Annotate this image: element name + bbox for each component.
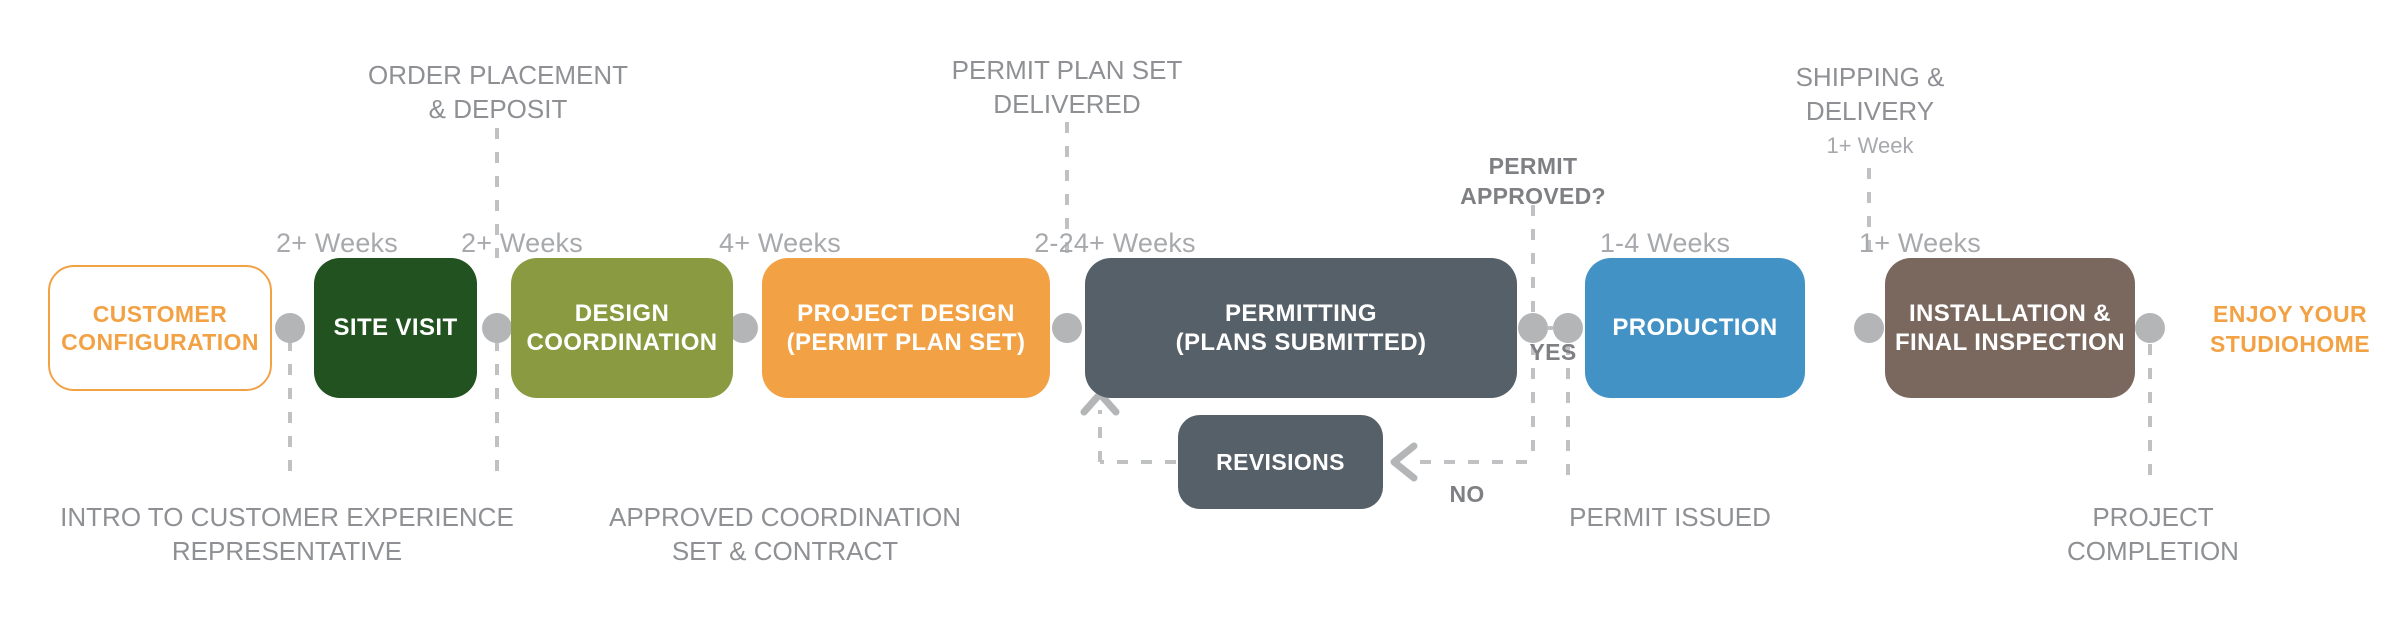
stage-label-line2: CONFIGURATION <box>61 329 259 355</box>
decision-permit-approved: PERMIT APPROVED? <box>1433 152 1633 212</box>
milestone-line2: SET & CONTRACT <box>671 536 899 567</box>
stage-box-project-design[interactable]: PROJECT DESIGN (PERMIT PLAN SET) <box>762 258 1050 398</box>
duration-permitting: 2-24+ Weeks <box>1034 228 1196 258</box>
milestone-line1: ORDER PLACEMENT <box>367 60 629 90</box>
milestone-line1: APPROVED COORDINATION <box>608 502 961 532</box>
end-marker-enjoy-your-studiohome: ENJOY YOUR STUDIOHOME <box>2190 300 2390 360</box>
milestone-line1: INTRO TO CUSTOMER EXPERIENCE <box>60 502 514 532</box>
stage-label-line1: PRODUCTION <box>1612 314 1778 342</box>
revisions-label: REVISIONS <box>1216 448 1345 475</box>
milestone-line2: DELIVERY <box>1805 96 1935 127</box>
stage-label-line2: FINAL INSPECTION <box>1895 329 2125 356</box>
decision-no-label: NO <box>1449 481 1485 507</box>
connector-dot-6 <box>2135 313 2165 343</box>
connector-dot-2 <box>482 313 512 343</box>
stage-label-line1: CUSTOMER <box>92 300 228 327</box>
connector-dot-4 <box>1052 313 1082 343</box>
connector-dot-3 <box>728 313 758 343</box>
milestone-project-completion: PROJECT COMPLETION <box>2010 500 2296 569</box>
connector-dot-production-in <box>1553 313 1583 343</box>
milestone-shipping-delivery: SHIPPING & DELIVERY 1+ Week <box>1739 60 2001 160</box>
milestone-permit-plan-set-delivered: PERMIT PLAN SET DELIVERED <box>905 53 1229 122</box>
stage-label-line1: INSTALLATION & <box>1908 299 2111 327</box>
end-marker-line1: ENJOY YOUR <box>2213 301 2367 327</box>
connector-dot-5 <box>1854 313 1884 343</box>
stage-label-line2: (PLANS SUBMITTED) <box>1175 329 1427 356</box>
stage-box-permitting[interactable]: PERMITTING (PLANS SUBMITTED) <box>1085 258 1517 398</box>
milestone-line1: PERMIT PLAN SET <box>951 55 1183 85</box>
milestone-order-placement: ORDER PLACEMENT & DEPOSIT <box>330 58 666 127</box>
stage-label-line2: (PERMIT PLAN SET) <box>786 329 1026 356</box>
milestone-line1: PERMIT ISSUED <box>1569 502 1771 532</box>
milestone-line1: PROJECT <box>2092 502 2214 532</box>
milestone-sublabel: 1+ Week <box>1826 132 1914 158</box>
stage-box-production[interactable]: PRODUCTION <box>1585 258 1805 398</box>
stage-box-revisions[interactable]: REVISIONS <box>1178 415 1383 509</box>
stage-box-design-coordination[interactable]: DESIGN COORDINATION <box>511 258 733 398</box>
decision-question-line2: APPROVED? <box>1460 182 1606 209</box>
decision-yes-label: YES <box>1529 339 1577 365</box>
stage-label-line1: DESIGN <box>574 299 670 327</box>
duration-design-coordination: 2+ Weeks <box>461 228 583 258</box>
stage-label-line1: PERMITTING <box>1224 299 1377 327</box>
duration-installation: 1+ Weeks <box>1859 228 1981 258</box>
connector-dot-1 <box>275 313 305 343</box>
no-branch-arrowhead <box>1390 442 1418 482</box>
milestone-approved-coordination-set: APPROVED COORDINATION SET & CONTRACT <box>585 500 985 569</box>
duration-project-design: 4+ Weeks <box>719 228 841 258</box>
decision-question-line1: PERMIT <box>1488 153 1578 179</box>
connector-dot-permit-out <box>1518 313 1548 343</box>
stage-box-site-visit[interactable]: SITE VISIT <box>314 258 477 398</box>
milestone-line2: REPRESENTATIVE <box>171 536 403 567</box>
stage-box-installation-final-inspection[interactable]: INSTALLATION & FINAL INSPECTION <box>1885 258 2135 398</box>
stage-label-line1: PROJECT DESIGN <box>797 299 1015 327</box>
milestone-intro-customer-experience: INTRO TO CUSTOMER EXPERIENCE REPRESENTAT… <box>52 500 522 569</box>
end-marker-line2: STUDIOHOME <box>2210 330 2370 357</box>
stage-box-customer-configuration[interactable]: CUSTOMER CONFIGURATION <box>48 265 272 391</box>
milestone-line2: DELIVERED <box>993 89 1141 120</box>
milestone-line2: & DEPOSIT <box>428 94 568 125</box>
milestone-line2: COMPLETION <box>2067 536 2239 567</box>
milestone-line1: SHIPPING & <box>1795 62 1945 92</box>
milestone-permit-issued: PERMIT ISSUED <box>1500 500 1840 534</box>
stage-label-line1: SITE VISIT <box>333 314 458 342</box>
stage-label-line2: COORDINATION <box>526 329 718 356</box>
duration-site-visit: 2+ Weeks <box>276 228 398 258</box>
duration-production: 1-4 Weeks <box>1599 228 1731 258</box>
